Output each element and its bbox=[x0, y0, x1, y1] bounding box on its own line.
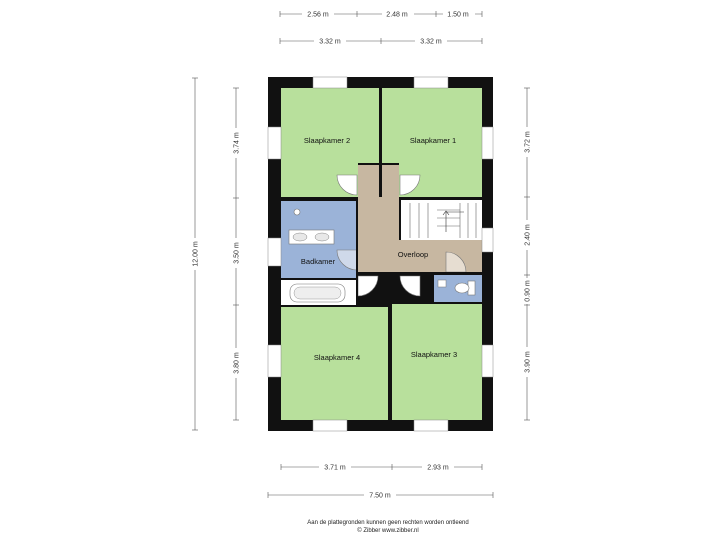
door-slaapkamer-2 bbox=[336, 174, 358, 196]
building: Slaapkamer 2 Slaapkamer 1 Badkamer Overl… bbox=[267, 76, 494, 432]
left-total-dimension: 12.00 m bbox=[189, 77, 201, 431]
bottom-total-dimension: 7.50 m bbox=[267, 489, 494, 500]
left-dim-1: 3.74 m bbox=[234, 132, 241, 154]
right-dim-3: 0.90 m bbox=[525, 280, 532, 302]
label-slaapkamer-3: Slaapkamer 3 bbox=[411, 350, 457, 359]
label-slaapkamer-2: Slaapkamer 2 bbox=[304, 136, 350, 145]
toilet-bowl bbox=[454, 282, 470, 294]
top-dimension-row-2: 3.32 m 3.32 m bbox=[279, 35, 483, 46]
left-dim-total: 12.00 m bbox=[193, 241, 200, 266]
stairwell bbox=[401, 200, 482, 240]
top-dim-1: 2.56 m bbox=[307, 12, 329, 19]
windows bbox=[267, 76, 494, 432]
door-slaapkamer-3 bbox=[399, 275, 421, 297]
right-dim-2: 2.40 m bbox=[525, 224, 532, 246]
room-slaapkamer-3 bbox=[392, 304, 482, 420]
left-dim-3: 3.80 m bbox=[234, 352, 241, 374]
label-slaapkamer-1: Slaapkamer 1 bbox=[410, 136, 456, 145]
bottom-dim-2: 2.93 m bbox=[427, 465, 449, 472]
bath-fixtures bbox=[288, 208, 476, 303]
label-slaapkamer-4: Slaapkamer 4 bbox=[314, 353, 360, 362]
room-overloop-corridor bbox=[358, 165, 399, 272]
right-dim-4: 3.90 m bbox=[525, 351, 532, 373]
top-dim-2: 2.48 m bbox=[386, 12, 408, 19]
bottom-dim-total: 7.50 m bbox=[369, 493, 391, 500]
bottom-dimension-row-1: 3.71 m 2.93 m bbox=[280, 461, 483, 472]
interior-walls bbox=[281, 88, 482, 420]
bottom-dim-1: 3.71 m bbox=[324, 465, 346, 472]
top-dimension-row-1: 2.56 m 2.48 m 1.50 m bbox=[279, 8, 483, 19]
top-dim-3: 1.50 m bbox=[447, 12, 469, 19]
shower-head bbox=[293, 208, 301, 216]
disclaimer-text: Aan de plattegronden kunnen geen rechten… bbox=[307, 520, 468, 526]
stairs bbox=[409, 203, 477, 238]
door-toilet bbox=[445, 251, 467, 273]
label-badkamer: Badkamer bbox=[301, 257, 336, 266]
top-dim-5: 3.32 m bbox=[420, 39, 442, 46]
door-slaapkamer-1 bbox=[399, 174, 421, 196]
right-dim-1: 3.72 m bbox=[525, 131, 532, 153]
copyright-text: © Zibber www.zibber.nl bbox=[357, 527, 418, 534]
door-slaapkamer-4 bbox=[357, 275, 379, 297]
right-segment-dimensions: 3.72 m 2.40 m 0.90 m 3.90 m bbox=[521, 87, 533, 421]
top-dim-4: 3.32 m bbox=[319, 39, 341, 46]
label-overloop: Overloop bbox=[398, 250, 428, 259]
toilet-sink bbox=[437, 279, 447, 288]
doors bbox=[336, 174, 467, 297]
left-segment-dimensions: 3.74 m 3.50 m 3.80 m bbox=[230, 87, 242, 421]
room-slaapkamer-4 bbox=[281, 307, 388, 420]
room-overloop bbox=[399, 240, 482, 272]
left-dim-2: 3.50 m bbox=[234, 242, 241, 264]
